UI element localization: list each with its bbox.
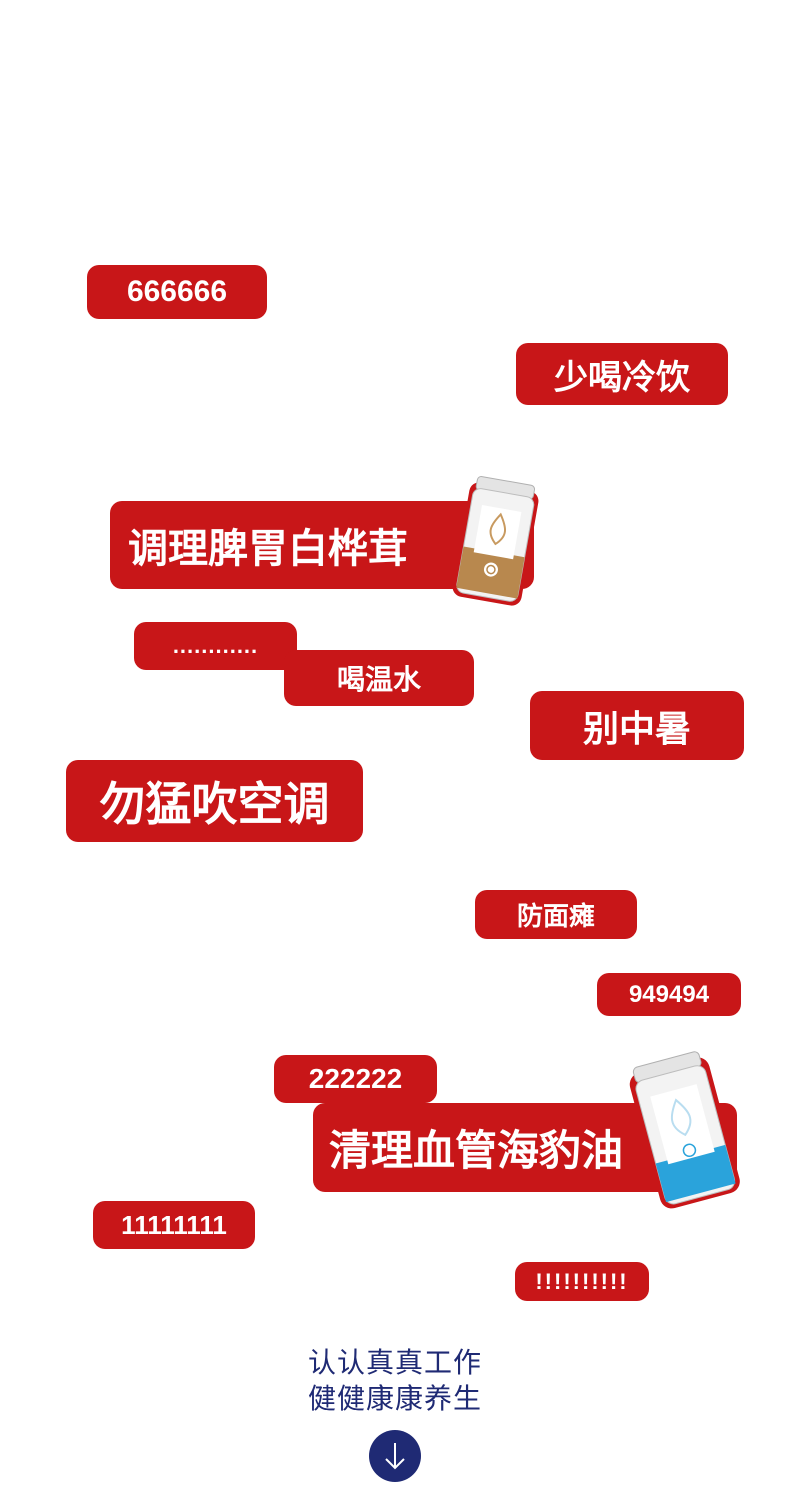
comment-tag-no-strong-ac: 勿猛吹空调 (66, 760, 363, 842)
comment-tag-avoid-heatstroke: 别中暑 (530, 691, 744, 760)
blue-product-bottle-icon (629, 1051, 740, 1209)
comment-tag-222222: 222222 (274, 1055, 437, 1103)
comment-tag-666666: 666666 (87, 265, 267, 319)
comment-tag-949494: 949494 (597, 973, 741, 1016)
comment-tag-exclamations: !!!!!!!!!! (515, 1262, 649, 1301)
gold-product-bottle-icon (452, 476, 539, 606)
slogan-line-1: 认认真真工作 (307, 1347, 482, 1378)
comment-tag-less-cold-drinks: 少喝冷饮 (516, 343, 728, 405)
arrow-down-icon (385, 1443, 405, 1470)
slogan-line-2: 健健康康养生 (307, 1383, 482, 1414)
scroll-down-button[interactable] (369, 1430, 421, 1482)
comment-tag-11111111: 11111111 (93, 1201, 255, 1249)
comment-tag-dots: ............ (134, 622, 297, 670)
comment-tag-prevent-facial-palsy: 防面瘫 (475, 890, 637, 939)
comment-tag-drink-warm-water: 喝温水 (284, 650, 474, 706)
